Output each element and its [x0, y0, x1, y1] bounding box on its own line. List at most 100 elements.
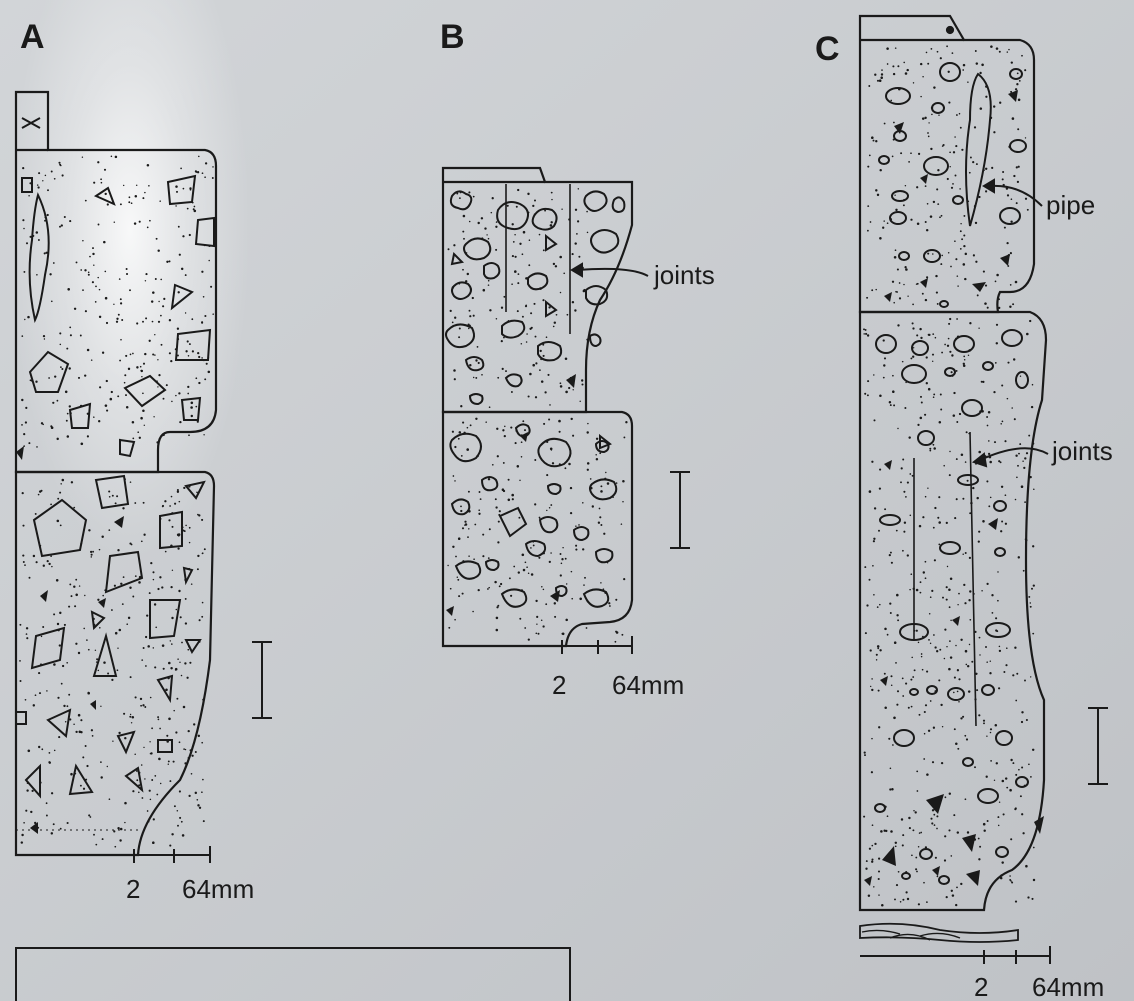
sand-grain	[615, 641, 617, 643]
sand-grain	[915, 857, 917, 859]
sand-grain	[551, 221, 553, 223]
sand-grain	[868, 85, 870, 87]
sand-grain	[875, 189, 877, 191]
sand-grain	[933, 86, 935, 88]
sand-grain	[1023, 467, 1025, 469]
sand-grain	[156, 441, 158, 443]
sand-grain	[535, 362, 537, 364]
sand-grain	[951, 890, 953, 892]
sand-grain	[920, 63, 922, 65]
sand-grain	[96, 658, 98, 660]
sand-grain	[912, 475, 914, 477]
sand-grain	[612, 496, 614, 498]
sand-grain	[559, 431, 561, 433]
sand-grain	[957, 285, 958, 286]
sand-grain	[467, 273, 469, 275]
sand-grain	[901, 467, 903, 469]
sand-grain	[189, 662, 191, 664]
sand-grain	[932, 333, 934, 335]
sand-grain	[979, 637, 981, 639]
sand-grain	[867, 380, 869, 382]
panel-b-label: B	[440, 18, 465, 56]
sand-grain	[19, 624, 21, 626]
sand-grain	[464, 521, 466, 523]
sand-grain	[561, 558, 563, 560]
sand-grain	[27, 782, 29, 784]
sand-grain	[927, 63, 929, 65]
sand-grain	[204, 548, 206, 550]
sand-grain	[884, 806, 887, 809]
sand-grain	[132, 790, 134, 792]
sand-grain	[189, 542, 190, 543]
sand-grain	[187, 393, 189, 395]
sand-grain	[553, 263, 555, 265]
sand-grain	[38, 494, 40, 496]
sand-grain	[181, 268, 183, 270]
sand-grain	[974, 205, 976, 207]
sand-grain	[528, 572, 530, 574]
sand-grain	[157, 359, 158, 360]
sand-grain	[956, 318, 958, 320]
sand-grain	[86, 639, 88, 641]
sand-grain	[67, 288, 70, 291]
sand-grain	[1018, 769, 1020, 771]
sand-grain	[458, 336, 460, 338]
sand-grain	[963, 356, 965, 358]
sand-grain	[68, 367, 70, 369]
sand-grain	[870, 686, 871, 687]
sand-grain	[19, 660, 21, 662]
sand-grain	[117, 395, 119, 397]
sand-grain	[463, 432, 465, 434]
sand-grain	[926, 229, 928, 231]
sand-grain	[905, 871, 907, 873]
sand-grain	[47, 560, 49, 562]
sand-grain	[940, 393, 942, 395]
sand-grain	[519, 480, 520, 481]
sand-grain	[152, 571, 154, 573]
sand-grain	[495, 226, 497, 228]
sand-grain	[917, 790, 919, 792]
sand-grain	[469, 315, 471, 317]
sand-grain	[940, 263, 942, 265]
sand-grain	[551, 192, 553, 194]
sand-grain	[525, 304, 527, 306]
sand-grain	[565, 391, 568, 394]
sand-grain	[1014, 418, 1016, 420]
sand-grain	[145, 280, 146, 281]
sand-grain	[586, 623, 588, 625]
sand-grain	[984, 302, 987, 305]
sand-grain	[899, 282, 901, 284]
sand-grain	[33, 704, 35, 706]
sand-grain	[1031, 406, 1033, 408]
sand-grain	[25, 421, 27, 423]
sand-grain	[623, 436, 625, 438]
sand-grain	[962, 716, 964, 718]
sand-grain	[476, 455, 478, 457]
sand-grain	[111, 609, 113, 611]
sand-grain	[957, 691, 959, 693]
sand-grain	[97, 277, 98, 278]
sand-grain	[948, 102, 950, 104]
sand-grain	[102, 838, 104, 840]
sand-grain	[944, 835, 946, 837]
sand-grain	[932, 761, 934, 763]
sand-grain	[202, 699, 204, 701]
sand-grain	[168, 763, 169, 764]
sand-grain	[51, 792, 53, 794]
sand-grain	[501, 307, 503, 309]
joints-label-b: joints	[653, 260, 715, 290]
sand-grain	[23, 822, 25, 824]
sand-grain	[129, 586, 131, 588]
sand-grain	[154, 354, 155, 355]
sand-grain	[197, 171, 199, 173]
sand-grain	[75, 579, 77, 581]
sand-grain	[76, 261, 78, 263]
sand-grain	[546, 474, 548, 476]
sand-grain	[130, 354, 132, 356]
sand-grain	[102, 595, 104, 597]
sand-grain	[465, 280, 467, 282]
sand-grain	[91, 554, 93, 556]
sand-grain	[879, 79, 882, 82]
sand-grain	[571, 418, 573, 420]
sand-grain	[916, 334, 918, 336]
